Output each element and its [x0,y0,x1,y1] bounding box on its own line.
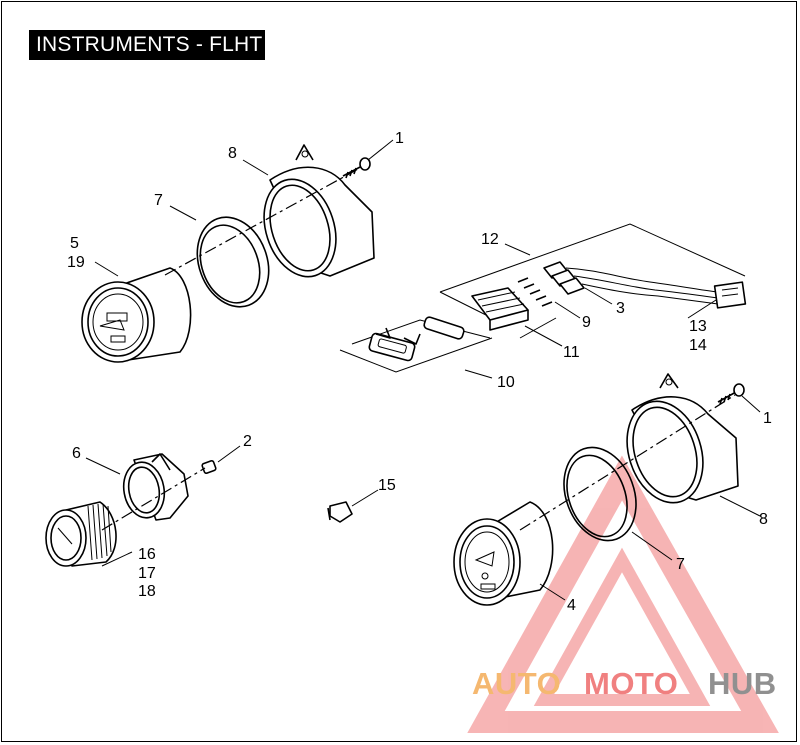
watermark-text: AUTO MOTO HUB [472,666,777,701]
callout-8-lower: 8 [759,511,768,528]
gasket-ring-upper [196,216,270,308]
callout-8-upper: 8 [228,145,237,162]
speedometer-gauge-lower [453,501,554,606]
callout-11: 11 [563,344,580,361]
screw-lower [717,383,745,405]
watermark-logo [467,455,779,733]
housing-cup-lower-left [122,453,189,521]
callout-17: 17 [138,565,156,582]
callout-9: 9 [582,314,591,331]
tachometer-gauge-lower [45,501,117,567]
leader-lines [85,139,761,601]
callout-2: 2 [243,433,252,450]
housing-cup-upper [263,144,375,278]
center-line-lower-right [519,394,736,531]
speedometer-gauge-upper [81,267,192,363]
callout-13: 13 [689,318,707,335]
callout-5: 5 [70,235,79,252]
callout-1-upper: 1 [395,130,404,147]
screw-upper [342,157,371,179]
watermark-auto: AUTO [472,666,561,701]
callout-16: 16 [138,546,156,563]
gasket-ring-lower [563,446,637,542]
callout-labels: 1 8 7 5 19 12 3 9 13 14 11 10 1 2 6 15 8… [67,130,772,614]
callout-15: 15 [378,477,396,494]
callout-6: 6 [72,445,81,462]
wiring-harness-group [439,223,747,339]
retaining-clip [327,501,353,523]
callout-12: 12 [481,231,499,248]
callout-7-upper: 7 [154,192,163,209]
watermark-moto: MOTO [584,666,678,701]
callout-1-lower: 1 [763,410,772,427]
page-title: INSTRUMENTS - FLHT [29,30,265,60]
callout-3: 3 [616,300,625,317]
callout-18: 18 [138,583,156,600]
watermark-hub: HUB [708,666,777,701]
center-line-lower-left [101,467,206,531]
callout-10: 10 [497,374,515,391]
callout-19: 19 [67,254,85,271]
callout-4: 4 [567,597,576,614]
callout-14: 14 [689,337,707,354]
callout-7-lower: 7 [676,556,685,573]
connector-seals [339,316,493,373]
nut-small [201,460,217,474]
center-line-upper [164,167,361,276]
